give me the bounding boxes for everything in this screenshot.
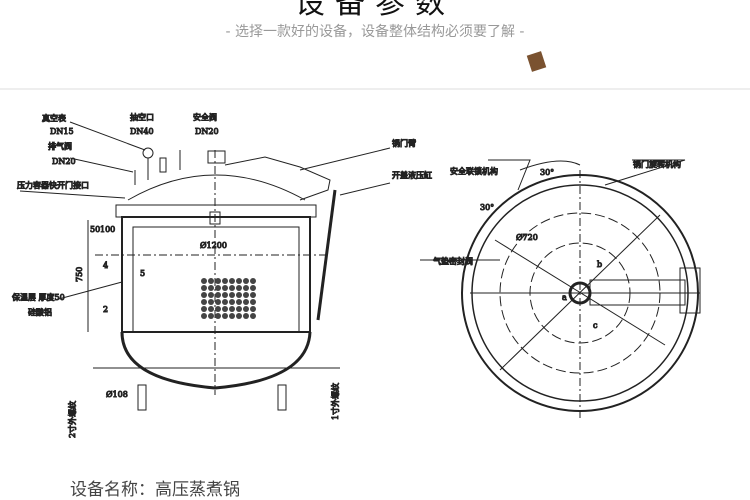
mark-b: b xyxy=(597,260,602,269)
angle-1: 30° xyxy=(540,168,554,177)
label-thread-2: 2寸外螺纹 xyxy=(67,401,77,438)
angle-2: 30° xyxy=(480,203,494,212)
dim-2: 2 xyxy=(103,305,108,314)
label-hydraulic: 开盖液压缸 xyxy=(392,170,432,180)
label-vacuum-port-dn: DN40 xyxy=(130,127,154,136)
label-vacuum-gauge: 真空表 xyxy=(42,113,66,123)
section-subtitle: - 选择一款好的设备，设备整体结构必须要了解 - xyxy=(225,24,525,40)
dim-100: 100 xyxy=(100,225,115,234)
label-seal-valve: 气垫密封阀 xyxy=(433,256,473,266)
label-thread-1: 1寸外螺纹 xyxy=(330,383,340,420)
mark-a: a xyxy=(562,293,567,302)
label-interlock: 安全联锁机构 xyxy=(450,166,498,176)
perforation-grid xyxy=(201,278,256,319)
label-insulation: 保温层 厚度50 xyxy=(12,292,65,302)
label-safety-valve-dn: DN20 xyxy=(195,127,219,136)
dim-50: 50 xyxy=(90,225,100,234)
side-view xyxy=(19,121,391,411)
dim-pipe: Ø108 xyxy=(106,390,128,399)
dim-4: 4 xyxy=(103,261,108,270)
equipment-name: 设备名称：高压蒸煮锅 xyxy=(70,480,240,500)
label-door-arm: 锅门臂 xyxy=(392,138,416,148)
dim-720: Ø720 xyxy=(516,233,538,242)
mark-c: c xyxy=(593,321,598,330)
label-rotation: 锅门旋转机构 xyxy=(633,159,681,169)
dim-height: 750 xyxy=(75,267,84,282)
label-quick-door: 压力容器快开门接口 xyxy=(17,180,89,190)
dim-5: 5 xyxy=(140,269,145,278)
label-insulation-material: 硅酸铝 xyxy=(28,307,52,317)
dim-diameter: Ø1200 xyxy=(200,241,227,250)
label-exhaust-valve-dn: DN20 xyxy=(52,157,76,166)
top-view xyxy=(420,159,701,420)
label-vacuum-gauge-dn: DN15 xyxy=(50,127,74,136)
label-safety-valve: 安全阀 xyxy=(193,112,217,122)
divider xyxy=(0,88,750,90)
label-vacuum-port: 抽空口 xyxy=(130,112,154,122)
label-exhaust-valve: 排气阀 xyxy=(48,141,72,151)
section-title: 设备参数 xyxy=(295,0,455,21)
